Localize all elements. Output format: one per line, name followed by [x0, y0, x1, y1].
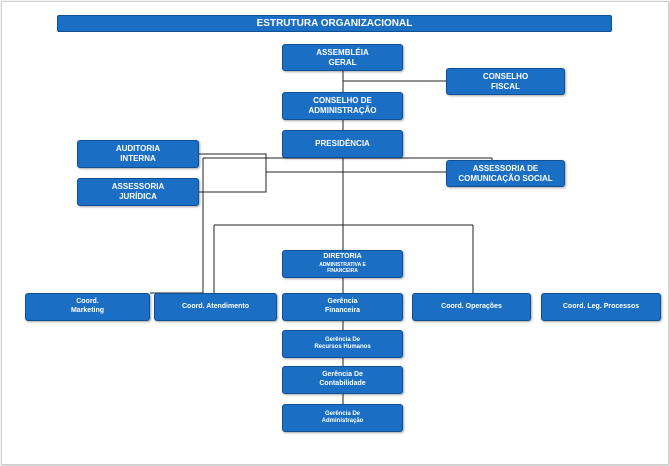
diretoria-subtitle: ADMINISTRATIVA E FINANCEIRA [319, 262, 366, 275]
node-coord-leg-processos[interactable]: Coord. Leg. Processos [541, 293, 661, 321]
node-auditoria-interna[interactable]: AUDITORIA INTERNA [77, 140, 199, 168]
node-gerencia-financeira[interactable]: Gerência Financeira [282, 293, 403, 321]
node-assessoria-juridica[interactable]: ASSESSORIA JURÍDICA [77, 178, 199, 206]
node-gerencia-contabilidade[interactable]: Gerência De Contabilidade [282, 366, 403, 394]
node-assessoria-comunicacao-social[interactable]: ASSESSORIA DE COMUNICAÇÃO SOCIAL [446, 160, 565, 187]
node-gerencia-recursos-humanos[interactable]: Gerência De Recursos Humanos [282, 330, 403, 358]
node-conselho-fiscal[interactable]: CONSELHO FISCAL [446, 68, 565, 95]
node-assembleia-geral[interactable]: ASSEMBLÉIA GERAL [282, 44, 403, 71]
page-title: ESTRUTURA ORGANIZACIONAL [57, 15, 612, 32]
node-presidencia[interactable]: PRESIDÊNCIA [282, 130, 403, 158]
node-coord-marketing[interactable]: Coord. Marketing [25, 293, 150, 321]
node-conselho-administracao[interactable]: CONSELHO DE ADMINISTRAÇÃO [282, 92, 403, 120]
node-coord-atendimento[interactable]: Coord. Atendimento [154, 293, 277, 321]
node-gerencia-administracao[interactable]: Gerência De Administração [282, 404, 403, 432]
node-diretoria-administrativa-financeira[interactable]: DIRETORIA ADMINISTRATIVA E FINANCEIRA [282, 250, 403, 278]
diretoria-title: DIRETORIA [323, 253, 362, 261]
node-coord-operacoes[interactable]: Coord. Operações [412, 293, 531, 321]
